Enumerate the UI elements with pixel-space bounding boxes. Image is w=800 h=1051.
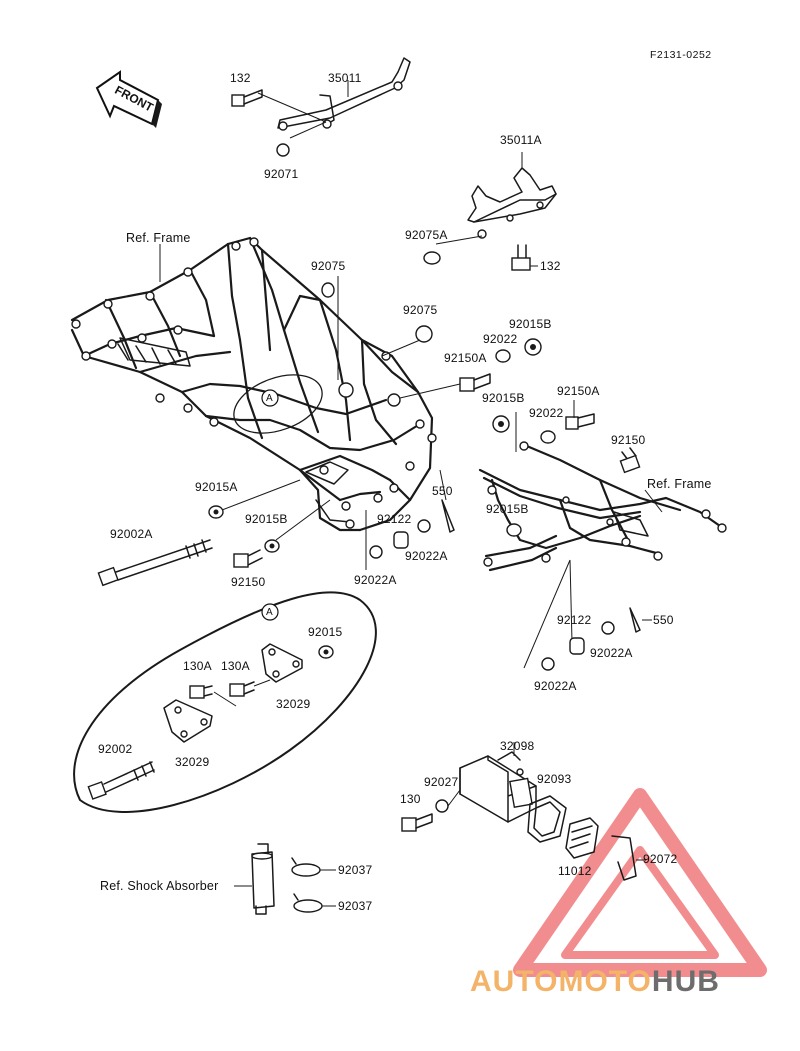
label-130A-1: 130A <box>183 659 212 673</box>
plate-32029-right <box>261 643 303 683</box>
label-92015B-top: 92015B <box>509 317 552 331</box>
label-92022A-left: 92022A <box>354 573 397 587</box>
washer-92027 <box>435 799 449 813</box>
label-92022A-lower-right: 92022A <box>590 646 633 660</box>
label-92150A-right: 92150A <box>557 384 600 398</box>
nut-92022-mid <box>540 430 556 444</box>
nut-92022-top <box>495 349 511 363</box>
label-130A-2: 130A <box>221 659 250 673</box>
clip-92072 <box>611 835 637 881</box>
label-35011: 35011 <box>328 71 362 85</box>
label-92027: 92027 <box>424 775 459 789</box>
washer-92022A-right <box>417 519 431 533</box>
shock-absorber-mount <box>251 843 275 915</box>
nut-92071 <box>276 143 290 157</box>
bolt-92150A-right <box>565 413 595 430</box>
bolt-130A-1 <box>189 685 213 699</box>
label-132-right: 132 <box>540 259 561 273</box>
label-A-marker: A <box>266 393 273 404</box>
front-arrow-icon: FRONT <box>95 70 162 128</box>
clamp-92037-top <box>291 857 321 877</box>
label-92037-top: 92037 <box>338 863 373 877</box>
gasket-92093 <box>527 795 567 843</box>
bolt-130 <box>401 813 433 832</box>
label-92150A-top: 92150A <box>444 351 487 365</box>
label-92022A-bottom: 92022A <box>534 679 577 693</box>
label-ref-frame-right: Ref. Frame <box>647 477 712 491</box>
label-130: 130 <box>400 792 421 806</box>
label-92122-left: 92122 <box>377 512 412 526</box>
label-92015B-lower: 92015B <box>486 502 529 516</box>
washer-92022A-left <box>369 545 383 559</box>
label-92002A: 92002A <box>110 527 153 541</box>
watermark-part-a: AUTOMOTO <box>470 965 652 998</box>
label-550-lower: 550 <box>653 613 674 627</box>
label-32029-left: 32029 <box>175 755 210 769</box>
label-ref-frame-left: Ref. Frame <box>126 231 191 245</box>
bracket-35011A <box>467 167 557 239</box>
label-92015A: 92015A <box>195 480 238 494</box>
plate-32029-left <box>163 699 213 743</box>
label-92015B-left: 92015B <box>245 512 288 526</box>
label-92015B-mid: 92015B <box>482 391 525 405</box>
bolt-130A-2 <box>229 681 255 697</box>
collar-92122-left <box>393 531 409 549</box>
label-92150-left: 92150 <box>231 575 266 589</box>
label-92022-mid: 92022 <box>529 406 564 420</box>
label-92072: 92072 <box>643 852 678 866</box>
label-92002: 92002 <box>98 742 133 756</box>
label-92093: 92093 <box>537 772 572 786</box>
label-32098: 32098 <box>500 739 535 753</box>
label-92022A-right: 92022A <box>405 549 448 563</box>
washer-92022A-bottom <box>541 657 555 671</box>
watermark-part-b: HUB <box>651 965 720 998</box>
bracket-35011 <box>277 57 411 131</box>
main-frame <box>70 236 437 532</box>
label-32029-right: 32029 <box>276 697 311 711</box>
sub-frame <box>478 441 727 572</box>
cap-92075A <box>423 251 441 265</box>
bolt-92002 <box>87 761 155 800</box>
bolt-92150A-top <box>459 373 491 392</box>
nut-92015B-lower <box>506 523 522 537</box>
label-92037-bottom: 92037 <box>338 899 373 913</box>
bushing-92075-lower <box>415 325 433 343</box>
bolt-132-top <box>231 89 263 107</box>
box-32098 <box>459 751 537 823</box>
detail-marker-A <box>261 389 279 407</box>
detail-a-panel <box>73 591 377 813</box>
label-92075A: 92075A <box>405 228 448 242</box>
label-92015-detail: 92015 <box>308 625 343 639</box>
label-132-top: 132 <box>230 71 251 85</box>
label-92122-lower: 92122 <box>557 613 592 627</box>
watermark-logo <box>513 788 767 977</box>
bolt-92150-right <box>619 447 641 474</box>
label-92150-right: 92150 <box>611 433 646 447</box>
label-ref-shock-absorber: Ref. Shock Absorber <box>100 879 219 893</box>
bolt-92002A <box>97 539 213 587</box>
bushing-92075-upper <box>321 282 335 298</box>
pin-550-upper <box>441 499 455 533</box>
bolt-92150-left <box>233 549 263 568</box>
figure-code: F2131-0252 <box>650 49 712 61</box>
label-92071: 92071 <box>264 167 299 181</box>
label-550-upper: 550 <box>432 484 453 498</box>
label-A-detail: A <box>266 607 273 618</box>
bolt-132-right <box>511 244 531 271</box>
label-35011A: 35011A <box>500 133 542 147</box>
collar-92122-lower <box>569 637 585 655</box>
filter-11012 <box>565 817 599 859</box>
label-92022-top: 92022 <box>483 332 518 346</box>
pin-550-lower <box>629 607 641 633</box>
label-92075-lower: 92075 <box>403 303 438 317</box>
clamp-92037-bottom <box>293 893 323 913</box>
label-11012: 11012 <box>558 864 592 878</box>
washer-92022A-lower-right <box>601 621 615 635</box>
label-92075-upper: 92075 <box>311 259 346 273</box>
watermark-text: AUTOMOTOHUB <box>470 965 720 999</box>
